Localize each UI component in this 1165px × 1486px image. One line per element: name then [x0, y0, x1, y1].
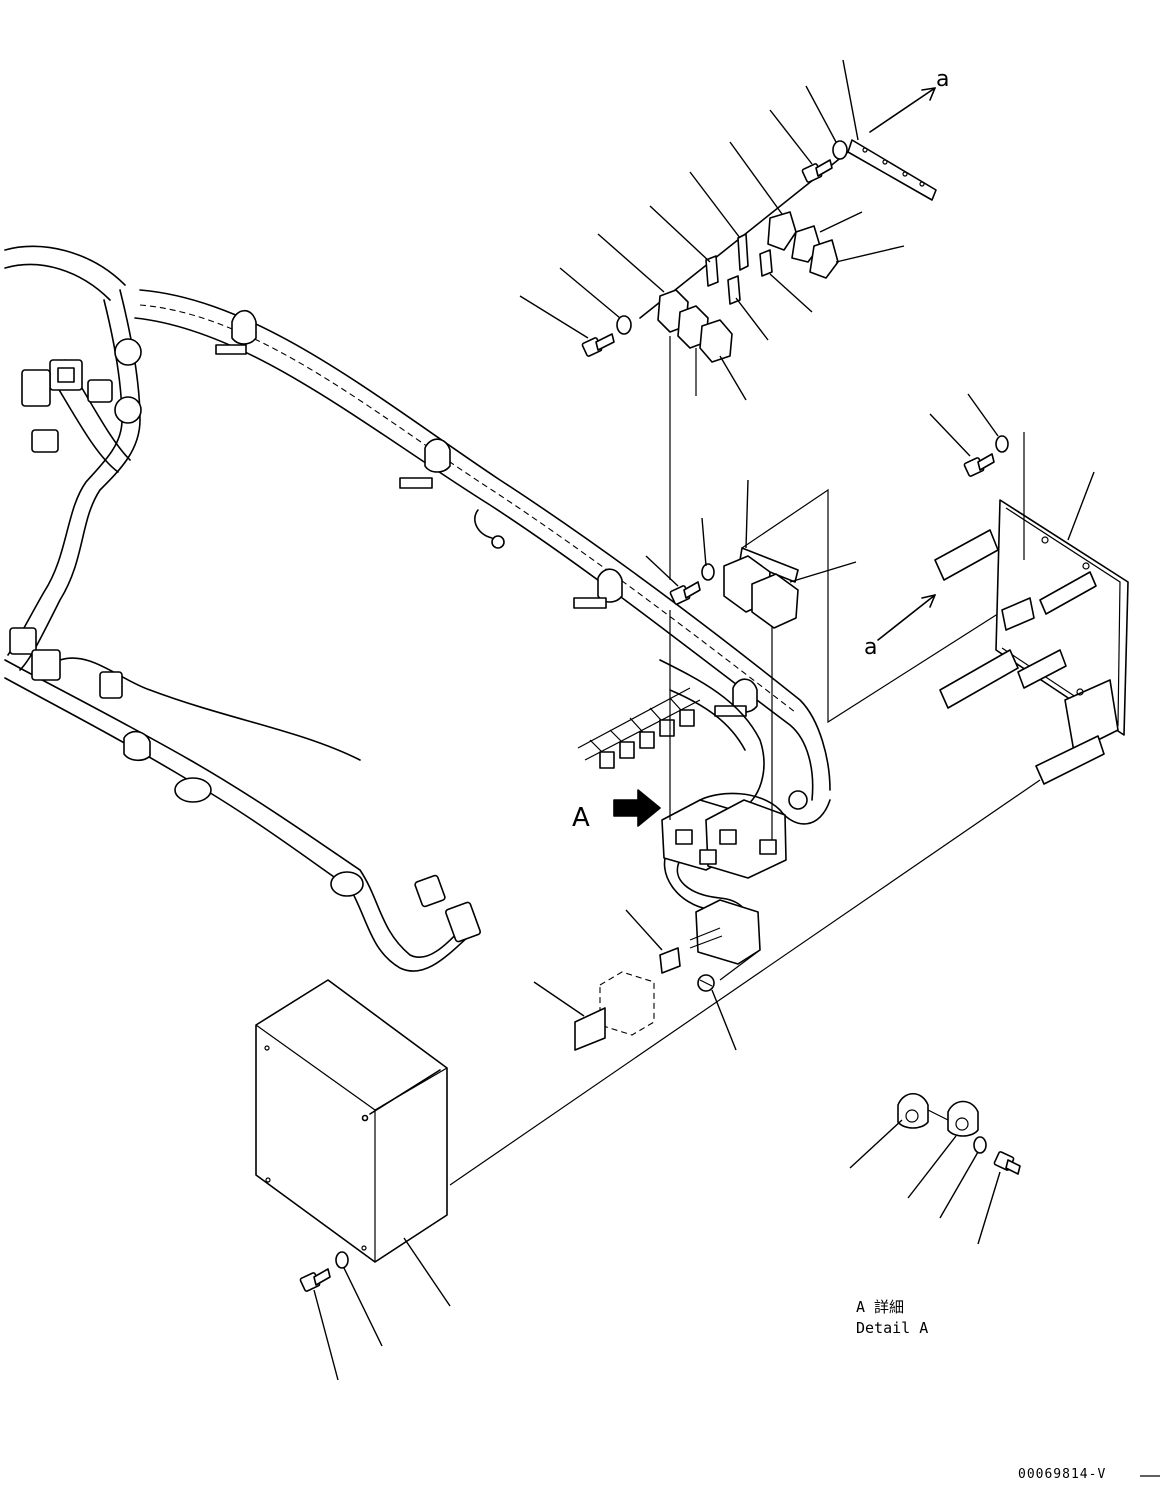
washer — [701, 563, 715, 581]
bolt — [581, 333, 615, 357]
drawing-number: 00069814-V — [1018, 1467, 1106, 1482]
ref-a-mid-label: a — [864, 635, 877, 660]
fuse-block-row — [577, 687, 701, 769]
fuse-clip — [659, 947, 681, 974]
detail-title-jp: A 詳細 — [856, 1298, 904, 1316]
middle-relay-pair — [669, 488, 1005, 724]
relay-connector-cluster — [661, 799, 787, 879]
upper-relay-bracket — [581, 87, 937, 363]
relay-bracket — [705, 255, 719, 287]
harness-clamp — [573, 568, 623, 609]
relay — [767, 211, 797, 251]
relay-bracket — [759, 249, 773, 277]
cover-box — [255, 979, 448, 1263]
detail-title-en: Detail A — [856, 1319, 928, 1337]
washer — [335, 1251, 349, 1269]
bolt — [801, 159, 833, 183]
relay-bracket — [727, 275, 741, 305]
bolt — [697, 974, 715, 992]
washer — [616, 315, 632, 335]
relay — [751, 573, 799, 629]
bolt — [963, 453, 995, 477]
harness-clamp — [714, 678, 758, 717]
bolt — [299, 1268, 331, 1292]
relay — [809, 239, 839, 279]
harness-clamp — [215, 309, 257, 355]
ref-a-top-label: a — [936, 67, 949, 92]
relay-bracket — [737, 233, 749, 271]
detail-a-parts — [897, 1092, 1021, 1175]
bolt — [669, 581, 701, 605]
leader-lines — [313, 59, 1095, 1381]
view-marker-label: A — [572, 803, 590, 833]
label-plate — [574, 1007, 606, 1051]
washer — [832, 140, 848, 160]
washer — [995, 435, 1009, 453]
wiring-harness — [4, 245, 831, 1051]
relay — [699, 319, 733, 363]
mounting-box — [934, 432, 1129, 785]
view-arrow — [613, 789, 661, 827]
small-relay-unit — [689, 899, 761, 965]
harness-clamp — [399, 438, 451, 489]
